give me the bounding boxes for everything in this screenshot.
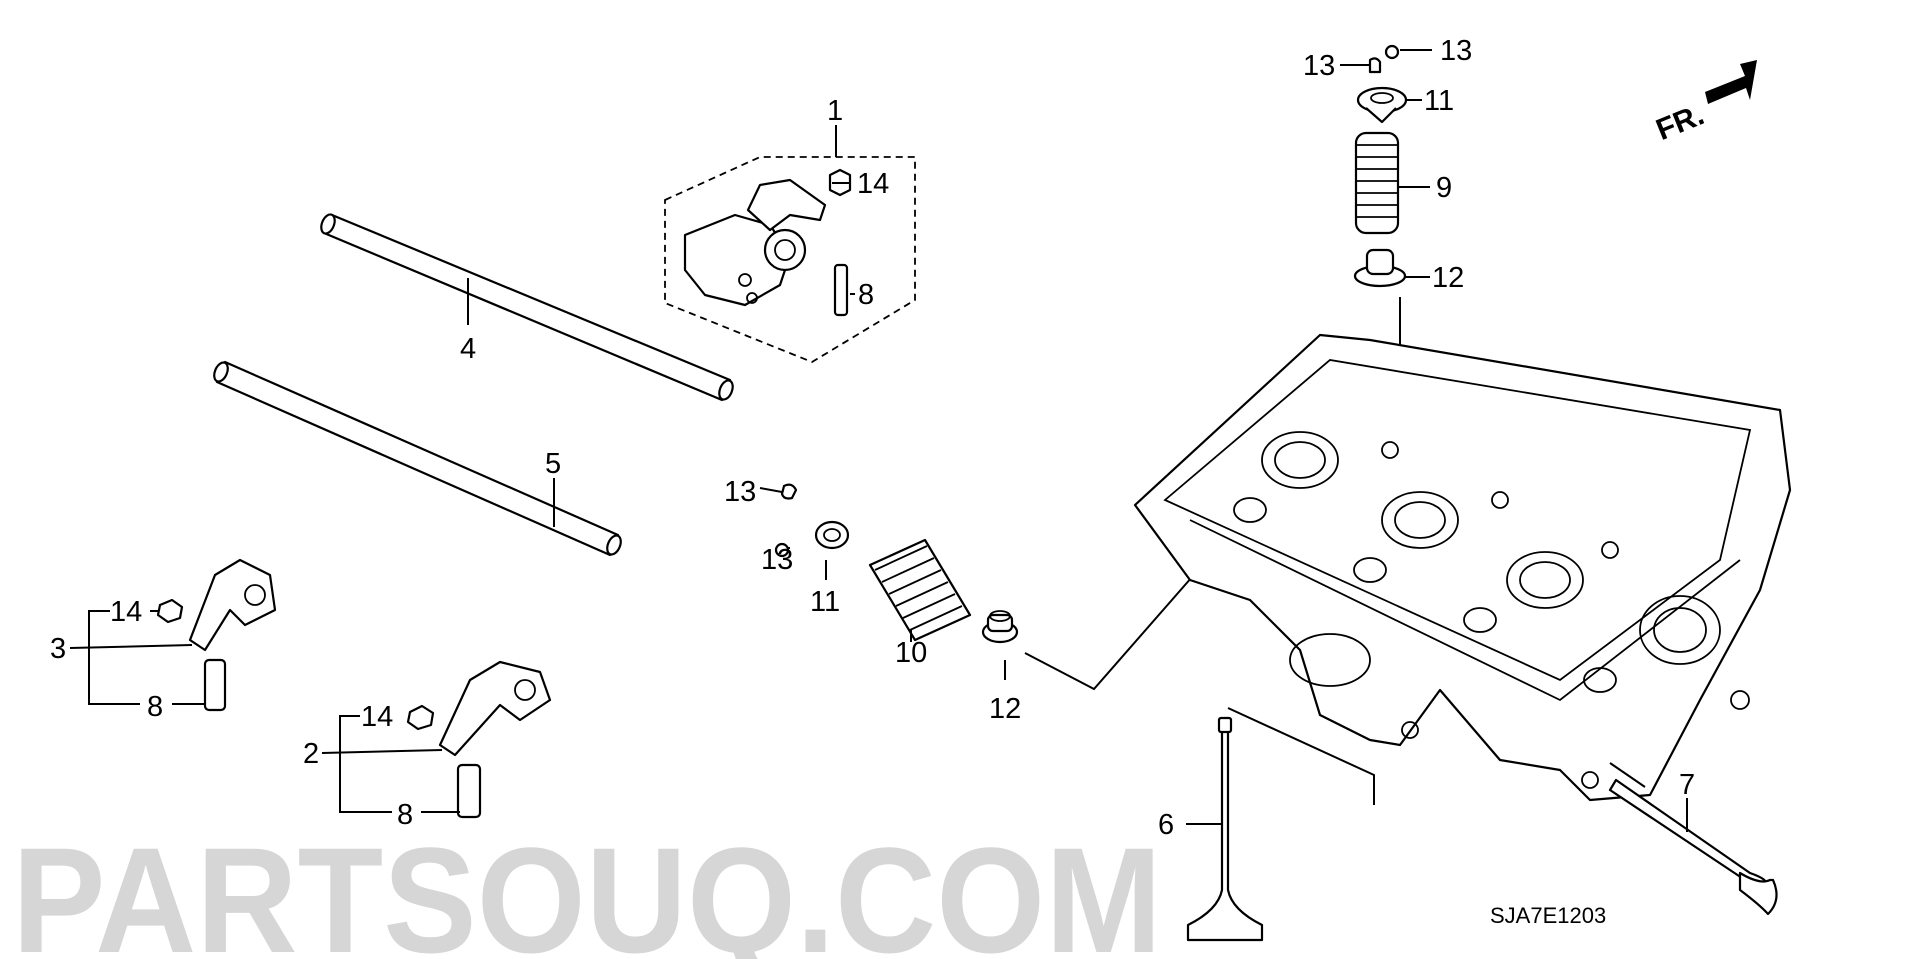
valve-spring-10 (868, 538, 972, 642)
callout-11-top: 11 (1424, 85, 1454, 117)
exhaust-valve-7 (1608, 762, 1778, 916)
callout-5: 5 (545, 448, 561, 480)
rocker-arm-3 (69, 558, 277, 712)
valve-train-middle (759, 483, 1221, 691)
callout-1-14: 14 (857, 168, 889, 200)
watermark: PARTSOUQ.COM (12, 816, 1162, 959)
callout-10: 10 (895, 637, 927, 669)
front-direction-arrow: FR. (1652, 60, 1757, 147)
arrow-icon (1705, 60, 1757, 104)
callout-13-top-right: 13 (1440, 35, 1472, 67)
callout-7: 7 (1679, 769, 1695, 801)
callout-3-14: 14 (110, 596, 142, 628)
intake-valve-6 (1186, 716, 1264, 942)
callout-2-14: 14 (361, 701, 393, 733)
callout-12-mid: 12 (989, 693, 1021, 725)
valve-spring-9 (1354, 131, 1400, 235)
rocker-shaft-5 (213, 360, 622, 557)
callout-11-mid: 11 (810, 586, 840, 618)
callout-3: 3 (50, 633, 66, 665)
callout-13-top-left: 13 (1303, 50, 1335, 82)
rocker-arm-2 (321, 660, 552, 819)
callout-3-8: 8 (147, 691, 163, 723)
callout-2: 2 (303, 738, 319, 770)
callout-1-8: 8 (858, 279, 874, 311)
valve-train-top (1340, 44, 1432, 410)
diagram-code: SJA7E1203 (1490, 903, 1606, 928)
callout-6: 6 (1158, 809, 1174, 841)
cylinder-head (1133, 333, 1792, 805)
callout-1: 1 (827, 95, 843, 127)
callout-13-mid-upper: 13 (724, 476, 756, 508)
callout-13-mid-lower: 13 (761, 544, 793, 576)
fr-label: FR. (1652, 98, 1709, 147)
callout-12-top: 12 (1432, 262, 1464, 294)
rocker-arm-assembly-1 (664, 125, 916, 364)
callout-labels: 1 14 8 4 5 13 13 11 10 12 14 3 8 14 2 8 … (50, 35, 1695, 841)
callout-9: 9 (1436, 172, 1452, 204)
valve-stem-seal-12 (981, 610, 1019, 644)
callout-2-8: 8 (397, 799, 413, 831)
rocker-shaft-4 (320, 213, 734, 402)
callout-4: 4 (460, 333, 476, 365)
